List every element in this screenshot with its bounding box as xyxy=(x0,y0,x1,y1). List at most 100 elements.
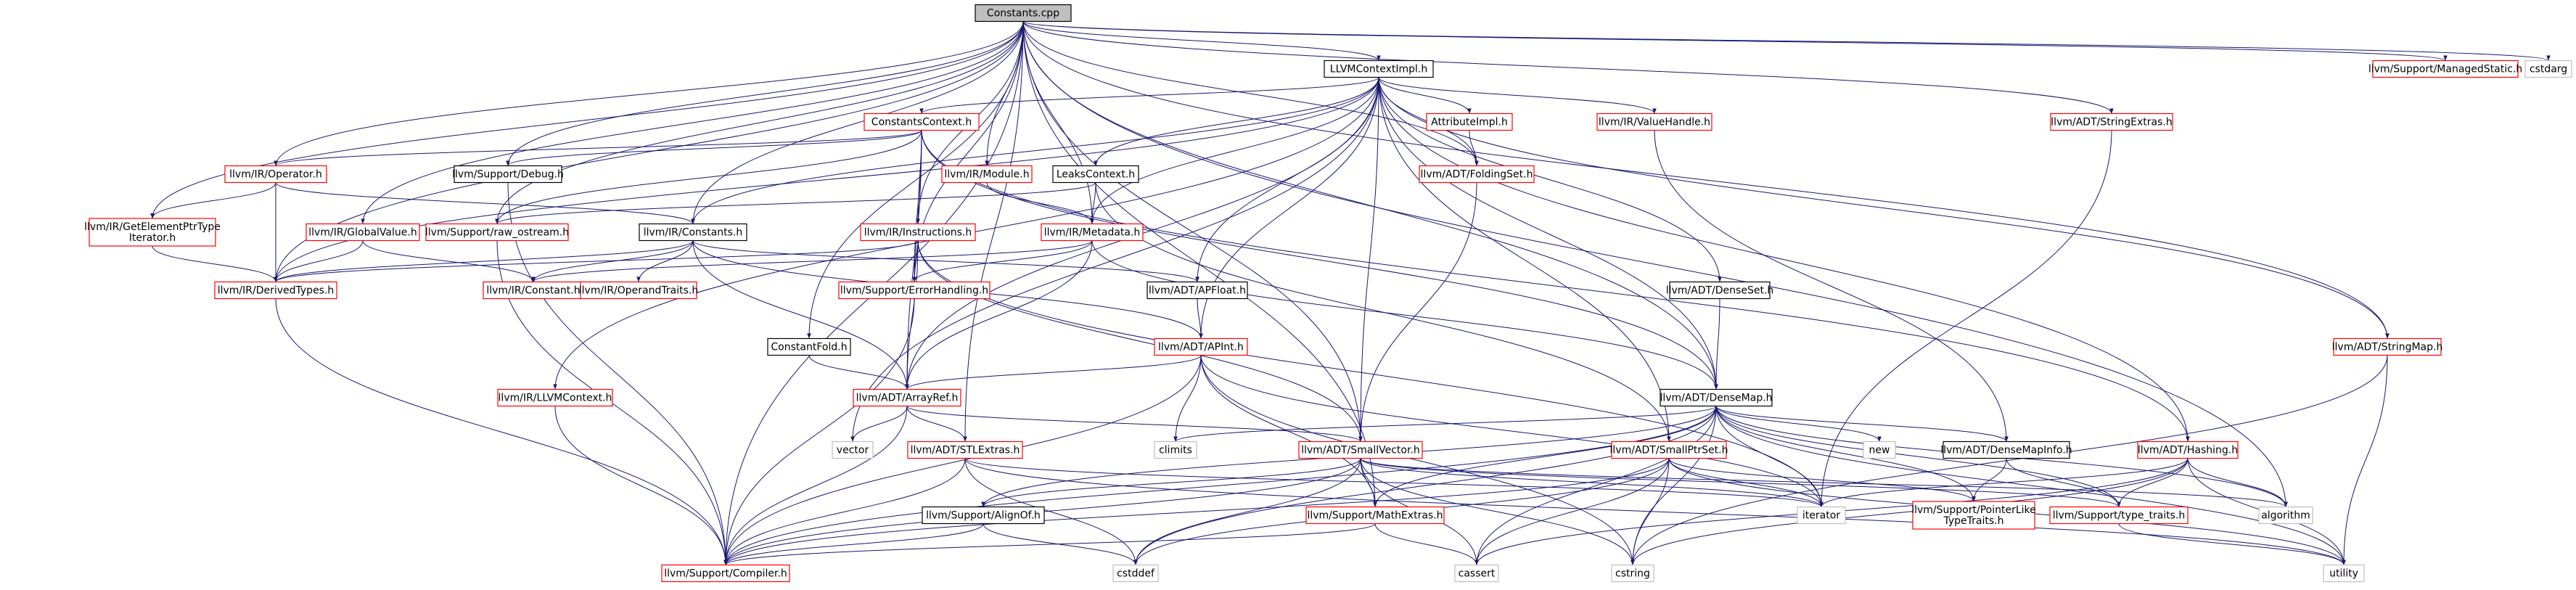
node-climits-box xyxy=(1154,441,1197,459)
node-instructions[interactable]: llvm/IR/Instructions.h xyxy=(860,223,976,242)
edge-instructions-to-derivedtypes xyxy=(274,240,919,282)
node-errorhandling[interactable]: llvm/Support/ErrorHandling.h xyxy=(838,281,990,300)
node-errorhandling-label: llvm/Support/ErrorHandling.h xyxy=(840,285,988,297)
node-constantsctx[interactable]: ConstantsContext.h xyxy=(864,112,980,131)
edge-densemap-to-pointerlike xyxy=(1715,406,1976,502)
node-cstddef-box xyxy=(1112,564,1159,583)
node-gep-label: llvm/IR/GetElementPtrType xyxy=(84,221,221,233)
edge-densemap-to-mathextras xyxy=(1373,406,1717,507)
edge-constantsctx-to-operator xyxy=(274,130,922,166)
node-gep-box xyxy=(89,218,216,247)
node-rawostream[interactable]: llvm/Support/raw_ostream.h xyxy=(425,223,569,242)
node-irconstant[interactable]: llvm/IR/Constant.h xyxy=(483,281,584,300)
edge-root-to-gep xyxy=(150,21,1024,219)
node-stringmap[interactable]: llvm/ADT/StringMap.h xyxy=(2332,337,2443,356)
node-llvmcontext[interactable]: llvm/IR/LLVMContext.h xyxy=(497,388,613,407)
node-managedstatic-label: llvm/Support/ManagedStatic.h xyxy=(2368,64,2522,75)
edge-root-to-stringmap xyxy=(1022,21,2390,339)
node-compiler-box xyxy=(661,564,790,583)
node-constantfold[interactable]: ConstantFold.h xyxy=(767,337,851,356)
node-irconstants[interactable]: llvm/IR/Constants.h xyxy=(639,223,747,242)
node-smallptrset[interactable]: llvm/ADT/SmallPtrSet.h xyxy=(1610,441,1728,459)
node-llvmctximpl-box xyxy=(1324,60,1434,78)
node-stlextras-label: llvm/ADT/STLExtras.h xyxy=(911,445,1020,456)
node-pointerlike-label: llvm/Support/PointerLike xyxy=(1911,504,2036,516)
node-smallvector[interactable]: llvm/ADT/SmallVector.h xyxy=(1298,441,1423,459)
node-alignof-box xyxy=(922,506,1045,525)
node-typetraits[interactable]: llvm/Support/type_traits.h xyxy=(2049,506,2189,525)
node-compiler-label: llvm/Support/Compiler.h xyxy=(664,568,787,580)
edge-apint-to-iterator xyxy=(1200,355,1824,507)
node-foldingset-box xyxy=(1419,165,1535,184)
node-cstring-box xyxy=(1611,564,1654,583)
node-cstring: cstring xyxy=(1611,564,1654,583)
node-densemap[interactable]: llvm/ADT/DenseMap.h xyxy=(1660,388,1773,407)
node-alignof[interactable]: llvm/Support/AlignOf.h xyxy=(922,506,1045,525)
node-cstdarg: cstdarg xyxy=(2524,60,2572,78)
edge-stringmap-to-utility xyxy=(2342,355,2388,565)
node-mathextras-label: llvm/Support/MathExtras.h xyxy=(1307,510,1443,522)
node-irconstants-label: llvm/IR/Constants.h xyxy=(644,227,743,239)
edge-root-to-algorithm xyxy=(1022,21,2288,507)
node-algorithm-label: algorithm xyxy=(2261,510,2310,522)
node-leaksctx[interactable]: LeaksContext.h xyxy=(1052,165,1139,184)
edge-llvmctximpl-to-denseset xyxy=(1378,77,1722,282)
node-utility-label: utility xyxy=(2329,568,2358,580)
node-densemapinfo[interactable]: llvm/ADT/DenseMapInfo.h xyxy=(1940,441,2072,459)
node-irconstant-label: llvm/IR/Constant.h xyxy=(486,285,580,297)
edge-alignof-to-compiler xyxy=(723,523,984,565)
node-gep-label: Iterator.h xyxy=(129,232,176,244)
node-globalvalue[interactable]: llvm/IR/GlobalValue.h xyxy=(305,223,420,242)
edge-irconstants-to-apfloat xyxy=(692,240,1199,282)
node-instructions-box xyxy=(860,223,976,242)
node-denseset[interactable]: llvm/ADT/DenseSet.h xyxy=(1666,281,1774,300)
edge-mathextras-to-cassert xyxy=(1374,523,1479,565)
node-cstdarg-label: cstdarg xyxy=(2530,64,2567,75)
node-metadata[interactable]: llvm/IR/Metadata.h xyxy=(1041,223,1144,242)
node-smallvector-label: llvm/ADT/SmallVector.h xyxy=(1301,445,1420,456)
node-llvmctximpl[interactable]: LLVMContextImpl.h xyxy=(1324,60,1434,78)
edge-foldingset-to-smallvector xyxy=(1358,182,1477,442)
edge-smallvector-to-iterator xyxy=(1360,458,1824,507)
node-iterator-box xyxy=(1797,506,1846,525)
edge-gep-to-derivedtypes xyxy=(152,245,278,282)
edge-root-to-constantfold xyxy=(807,21,1024,339)
node-foldingset[interactable]: llvm/ADT/FoldingSet.h xyxy=(1419,165,1535,184)
node-valuehandle-box xyxy=(1596,112,1712,131)
node-operandtraits[interactable]: llvm/IR/OperandTraits.h xyxy=(579,281,698,300)
edge-debug-to-compiler xyxy=(507,182,728,565)
node-derivedtypes[interactable]: llvm/IR/DerivedTypes.h xyxy=(214,281,337,300)
node-apint[interactable]: llvm/ADT/APInt.h xyxy=(1154,337,1248,356)
node-arrayref[interactable]: llvm/ADT/ArrayRef.h xyxy=(853,388,961,407)
edge-mathextras-to-compiler xyxy=(723,523,1376,565)
edge-leaksctx-to-rawostream xyxy=(495,182,1096,224)
edge-instructions-to-iterator xyxy=(917,240,1824,507)
node-mathextras[interactable]: llvm/Support/MathExtras.h xyxy=(1305,506,1445,525)
edge-root-to-globalvalue xyxy=(361,21,1024,224)
node-typetraits-label: llvm/Support/type_traits.h xyxy=(2053,510,2186,522)
edge-metadata-to-densemap xyxy=(1091,240,1718,390)
node-attributeimpl[interactable]: AttributeImpl.h xyxy=(1426,112,1513,131)
edge-hashing-to-algorithm xyxy=(2187,458,2288,507)
node-arrayref-box xyxy=(853,388,961,407)
edge-llvmctximpl-to-smallptrset xyxy=(1378,77,1671,442)
node-debug[interactable]: llvm/Support/Debug.h xyxy=(452,165,564,184)
node-valuehandle[interactable]: llvm/IR/ValueHandle.h xyxy=(1596,112,1712,131)
node-operator[interactable]: llvm/IR/Operator.h xyxy=(224,165,327,184)
node-climits: climits xyxy=(1154,441,1197,459)
node-stringextras[interactable]: llvm/ADT/StringExtras.h xyxy=(2050,112,2173,131)
edge-hashing-to-typetraits xyxy=(2117,458,2189,507)
node-root[interactable]: Constants.cpp xyxy=(975,4,1072,22)
node-compiler[interactable]: llvm/Support/Compiler.h xyxy=(661,564,790,583)
node-module[interactable]: llvm/IR/Module.h xyxy=(941,165,1033,184)
node-operator-box xyxy=(224,165,327,184)
node-stlextras[interactable]: llvm/ADT/STLExtras.h xyxy=(907,441,1023,459)
node-apfloat[interactable]: llvm/ADT/APFloat.h xyxy=(1147,281,1248,300)
node-managedstatic[interactable]: llvm/Support/ManagedStatic.h xyxy=(2368,60,2522,78)
node-cassert: cassert xyxy=(1454,564,1499,583)
edge-metadata-to-errorhandling xyxy=(912,240,1093,282)
node-hashing[interactable]: llvm/ADT/Hashing.h xyxy=(2137,441,2239,459)
node-leaksctx-label: LeaksContext.h xyxy=(1057,169,1135,181)
